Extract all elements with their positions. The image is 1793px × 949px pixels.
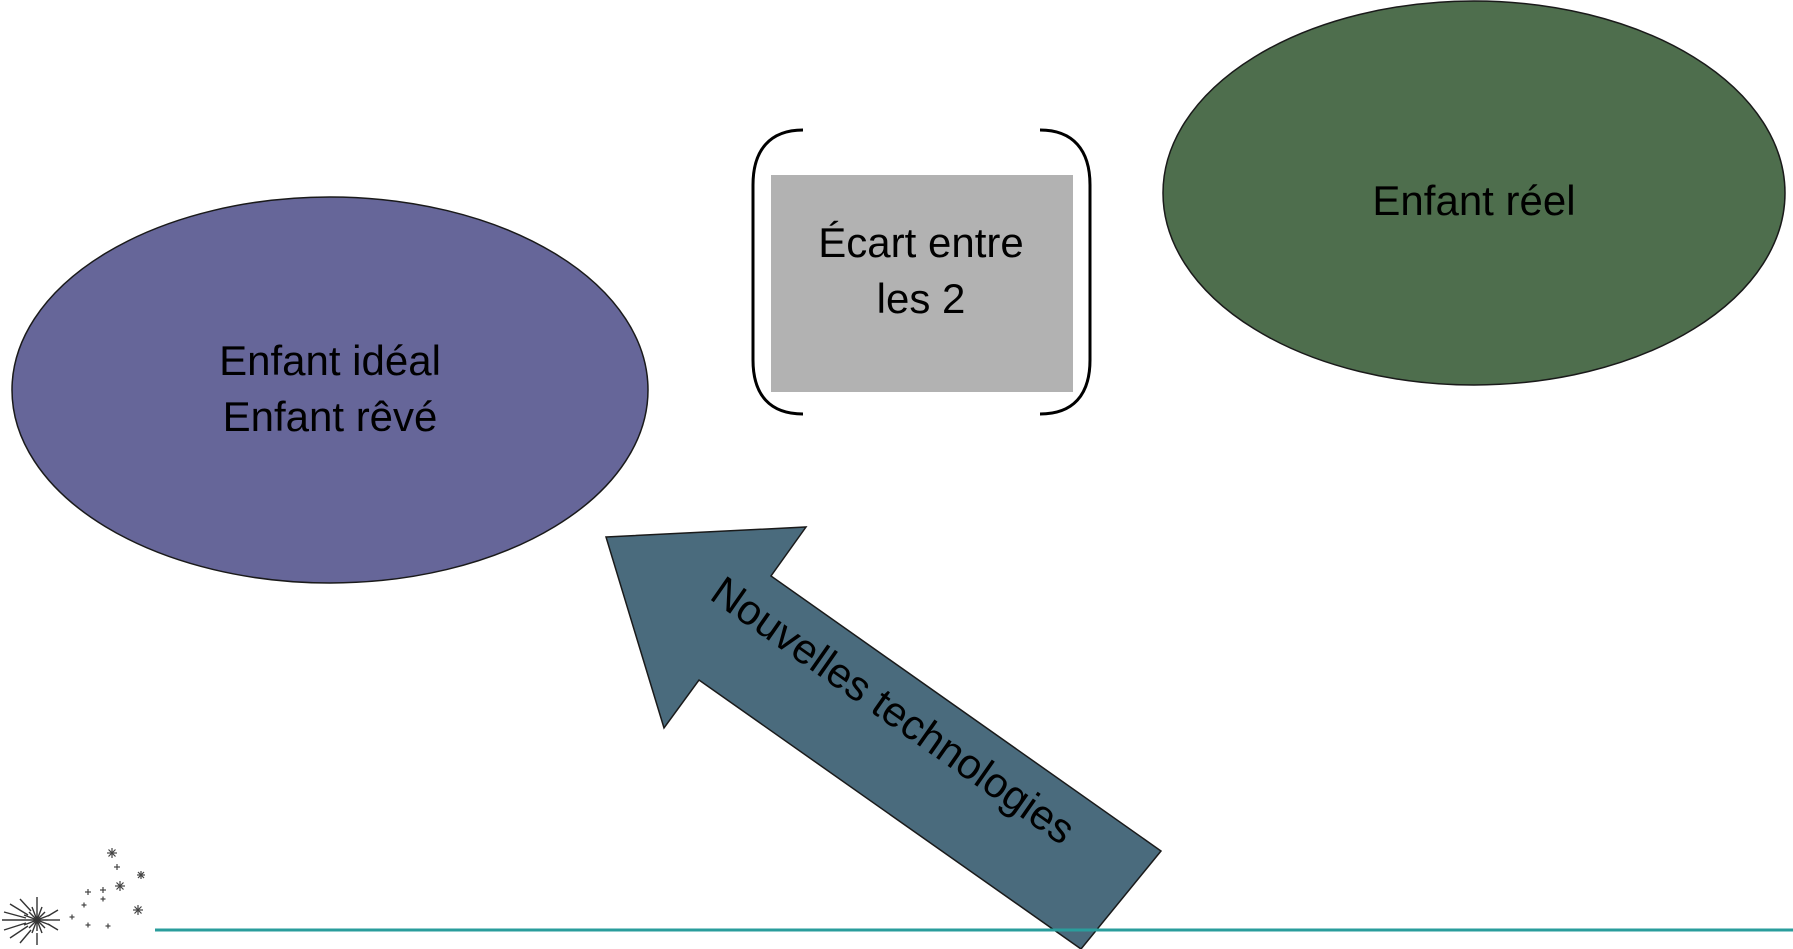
star-dots-icon <box>69 848 145 929</box>
gap-left-bracket <box>751 128 804 416</box>
dandelion-logo <box>2 848 145 945</box>
ideal-child-label-line1: Enfant idéal <box>219 337 441 384</box>
gap-label-line2: les 2 <box>877 275 966 322</box>
ideal-child-ellipse <box>11 196 649 584</box>
gap-right-bracket <box>1039 128 1092 416</box>
gap-box <box>771 175 1073 392</box>
gap-label-line1: Écart entre <box>818 219 1023 266</box>
real-child-label: Enfant réel <box>1372 177 1575 224</box>
ideal-child-node: Enfant idéal Enfant rêvé <box>11 196 649 584</box>
new-technologies-arrow-group: Nouvelles technologies <box>605 526 1163 949</box>
real-child-ellipse <box>1162 0 1786 386</box>
gap-node: Écart entre les 2 <box>751 128 1092 416</box>
real-child-node: Enfant réel <box>1162 0 1786 386</box>
new-technologies-arrow <box>605 526 1163 949</box>
ideal-child-label-line2: Enfant rêvé <box>223 393 438 440</box>
dandelion-flower-icon <box>2 897 60 945</box>
